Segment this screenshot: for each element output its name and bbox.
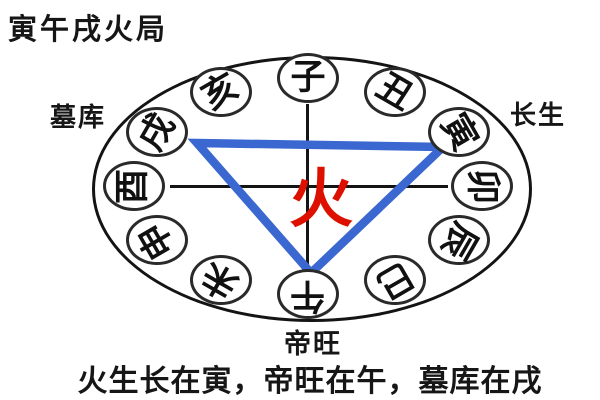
branch-circle-酉: 酉 xyxy=(103,161,165,211)
branch-circle-子: 子 xyxy=(277,53,339,103)
caption-text: 火生长在寅，帝旺在午，墓库在戌 xyxy=(77,364,543,399)
branch-circle-丑: 丑 xyxy=(364,65,426,119)
branch-label: 巳 xyxy=(370,253,421,307)
page-title: 寅午戌火局 xyxy=(8,12,169,46)
branch-circle-申: 申 xyxy=(126,215,189,266)
branch-label: 未 xyxy=(195,253,246,307)
stage-label-changsheng: 长生 xyxy=(510,101,567,131)
branch-circle-巳: 巳 xyxy=(364,253,426,307)
branch-circle-卯: 卯 xyxy=(451,161,513,211)
branch-circle-亥: 亥 xyxy=(190,65,252,119)
branch-label: 亥 xyxy=(195,65,246,119)
branch-label: 酉 xyxy=(113,168,154,204)
branch-label: 卯 xyxy=(462,168,503,204)
branch-label: 辰 xyxy=(433,215,486,266)
branch-circle-辰: 辰 xyxy=(427,215,490,266)
stage-label-diwang: 帝旺 xyxy=(284,329,342,360)
branch-label: 丑 xyxy=(370,65,421,119)
branch-circle-寅: 寅 xyxy=(427,106,490,157)
branch-circle-戌: 戌 xyxy=(126,106,189,157)
branch-circle-未: 未 xyxy=(190,253,252,307)
branch-circle-午: 午 xyxy=(277,269,339,319)
branch-label: 申 xyxy=(130,215,183,266)
branch-label: 寅 xyxy=(433,106,486,157)
branch-label: 戌 xyxy=(130,106,183,157)
branch-label: 午 xyxy=(290,274,326,315)
stage-label-muku: 墓库 xyxy=(50,103,107,133)
branch-label: 子 xyxy=(290,57,326,98)
fire-center-label: 火 xyxy=(289,163,353,237)
